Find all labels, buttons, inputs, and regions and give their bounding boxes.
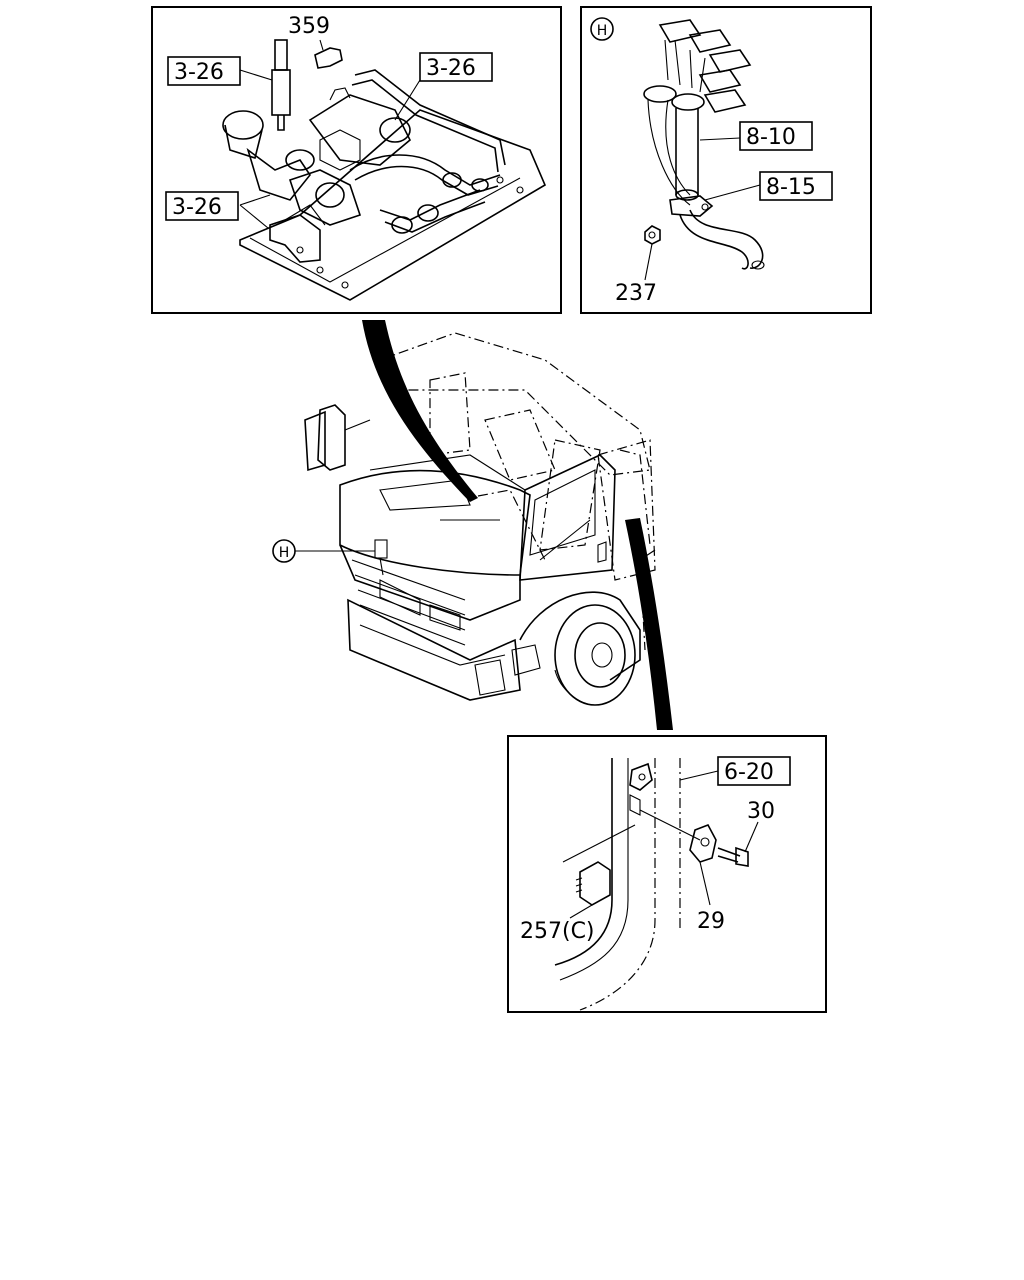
- part-number-30: 30: [747, 799, 775, 824]
- door-pillar-detail-panel: 6-20 30 29 257(C): [507, 735, 827, 1013]
- svg-text:H: H: [597, 23, 608, 39]
- wire-harness-tube: [647, 99, 699, 206]
- ref-box-3-26-upper-right: 3-26: [419, 52, 493, 82]
- ref-box-3-26-lower-left: 3-26: [165, 191, 239, 221]
- support-bracket: [269, 204, 326, 263]
- upper-hinge: [629, 762, 653, 791]
- view-marker-h-center: H: [272, 539, 388, 576]
- harness-clamp: [669, 195, 765, 270]
- part-257c-switch: [562, 824, 636, 919]
- part-number-29: 29: [697, 909, 725, 934]
- ref-label: 6-20: [724, 760, 774, 785]
- part-237-nut: [644, 225, 661, 281]
- side-mirror: [304, 404, 371, 472]
- part-359-sensor: [271, 39, 343, 131]
- ref-label: 8-15: [766, 175, 816, 200]
- ref-label: 3-26: [172, 195, 222, 220]
- ref-box-8-15: 8-15: [759, 171, 833, 201]
- hose-routing: [349, 69, 506, 234]
- part-number-359: 359: [288, 14, 330, 39]
- ref-label: 3-26: [426, 56, 476, 81]
- front-bumper: [347, 598, 541, 701]
- part-30-bolt: [717, 821, 759, 867]
- view-marker-h: H: [590, 17, 614, 41]
- engine-detail-panel: 359 3-26 3-26 3-26: [151, 6, 562, 314]
- pump-assembly: [222, 87, 411, 226]
- truck-cab-overview: H: [272, 320, 673, 730]
- front-wheel: [519, 591, 641, 706]
- ref-label: 8-10: [746, 125, 796, 150]
- ref-box-3-26-upper-left: 3-26: [167, 56, 241, 86]
- ref-box-8-10: 8-10: [739, 121, 813, 151]
- part-number-237: 237: [615, 281, 657, 306]
- svg-text:H: H: [279, 545, 290, 561]
- ref-label: 3-26: [174, 60, 224, 85]
- connector-block: [658, 19, 752, 113]
- part-number-257c: 257(C): [520, 919, 595, 944]
- harness-detail-panel: H: [580, 6, 872, 314]
- leader-to-door-detail: [625, 518, 673, 730]
- leader-to-engine-detail: [362, 320, 478, 502]
- front-grille: [339, 544, 521, 646]
- ref-box-6-20: 6-20: [717, 756, 791, 786]
- part-29-bracket: [689, 823, 717, 906]
